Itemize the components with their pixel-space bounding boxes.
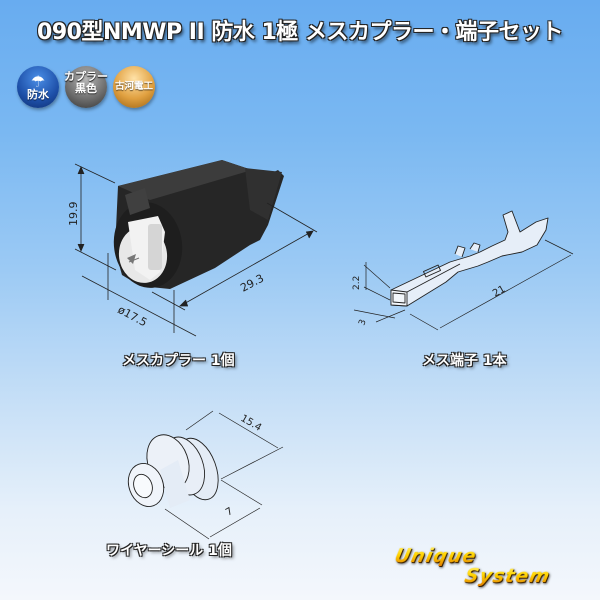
maker-badge: 古河電工 xyxy=(113,66,155,108)
wire-seal-part-length-dim: 7 xyxy=(224,506,235,519)
coupler-illustration xyxy=(113,160,284,289)
maker-label: 古河電工 xyxy=(114,81,153,92)
coupler-color-line2: 黒色 xyxy=(75,82,97,95)
terminal-dimension-lines xyxy=(353,239,574,331)
coupler-color-badge: カプラー 黒色 xyxy=(64,66,108,108)
coupler-length-dim: 29.3 xyxy=(238,272,266,295)
coupler-diameter-dim: ø17.5 xyxy=(116,303,150,329)
terminal-width-dim: 3 xyxy=(357,318,368,327)
coupler-color-line1: カプラー xyxy=(64,70,108,83)
waterproof-badge: ☂ 防水 xyxy=(17,66,59,108)
terminal-length-dim: 21 xyxy=(491,284,508,300)
feature-badges: ☂ 防水 カプラー 黒色 古河電工 xyxy=(17,66,155,108)
wire-seal-illustration xyxy=(127,434,219,508)
waterproof-label: 防水 xyxy=(27,87,49,101)
umbrella-icon: ☂ xyxy=(30,71,46,91)
coupler-label: メスカプラー 1個 xyxy=(122,353,235,369)
unique-system-logo: Unique System xyxy=(392,545,595,595)
coupler-dimension-lines xyxy=(74,163,318,337)
logo-line2: System xyxy=(462,565,553,587)
terminal-height-dim: 2.2 xyxy=(352,276,362,290)
wire-seal-length-dim: 15.4 xyxy=(239,413,264,434)
terminal-label: メス端子 1本 xyxy=(422,353,507,369)
wire-seal-label: ワイヤーシール 1個 xyxy=(106,543,232,559)
logo-line1: Unique xyxy=(392,545,479,567)
page-title: 090型NMWP II 防水 1極 メスカプラー・端子セット xyxy=(37,20,563,45)
terminal-illustration xyxy=(390,210,549,307)
coupler-height-dim: 19.9 xyxy=(67,202,80,227)
wire-seal-dimension-lines xyxy=(164,410,284,540)
